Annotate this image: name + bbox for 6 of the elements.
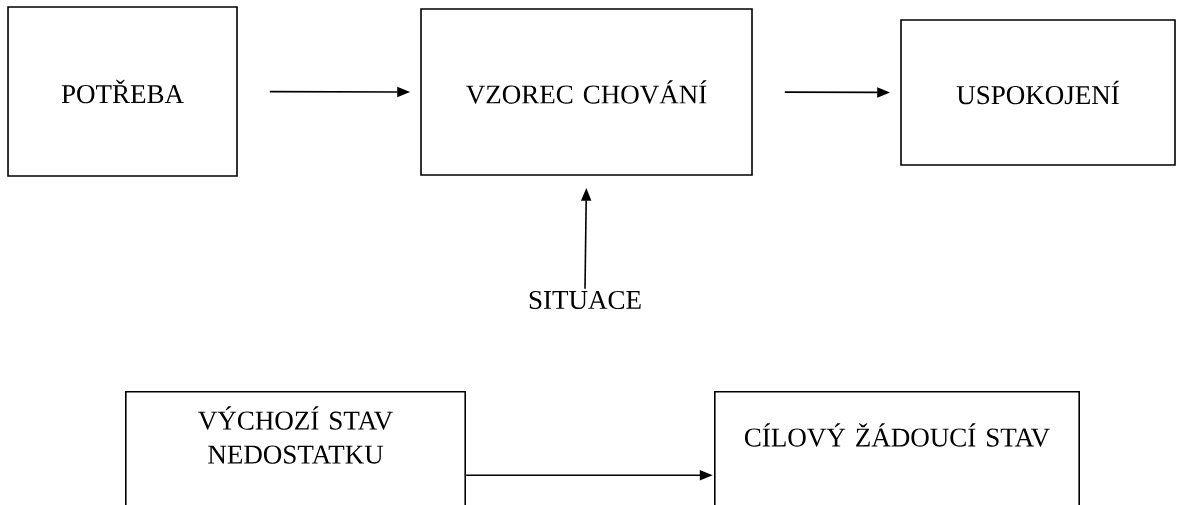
process-box: USPOKOJENÍ [900,19,1176,166]
process-box: POTŘEBA [7,6,238,177]
process-box: VZOREC CHOVÁNÍ [420,8,753,176]
situation-label: SITUACE [529,290,641,310]
state-box: VÝCHOZÍ STAV NEDOSTATKU [125,391,466,505]
state-box: CÍLOVÝ ŽÁDOUCÍ STAV [714,391,1080,505]
